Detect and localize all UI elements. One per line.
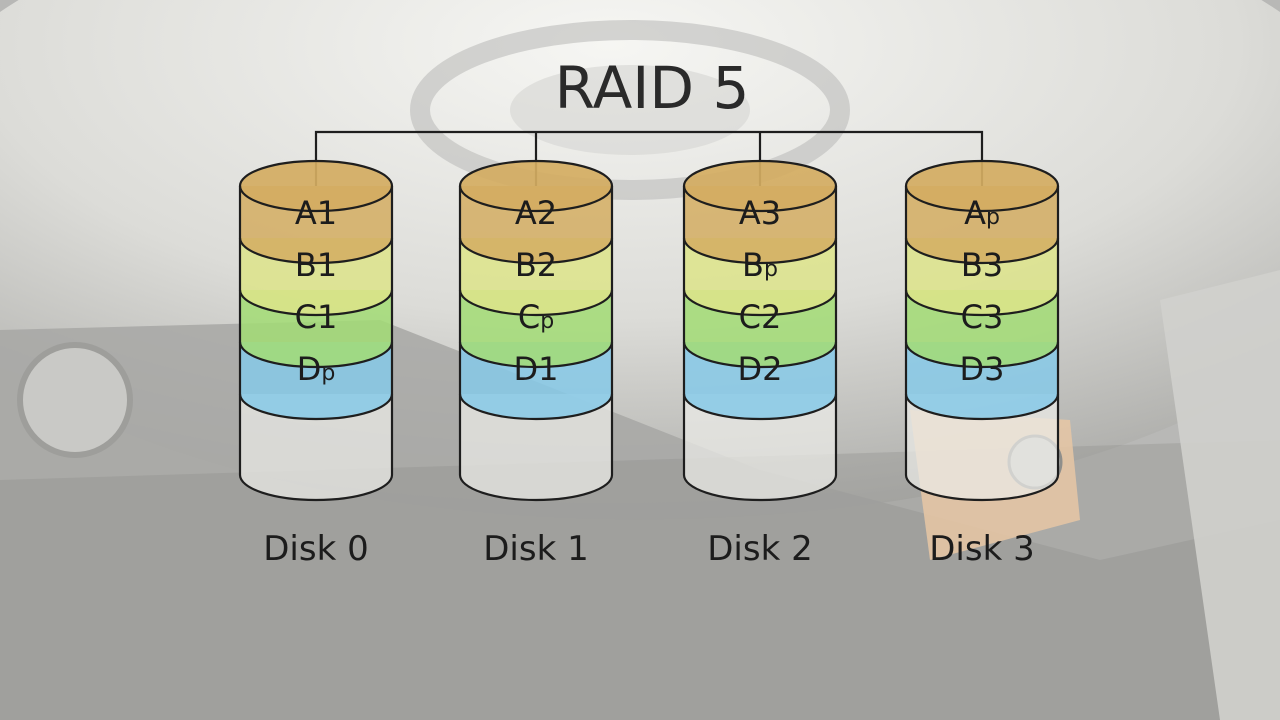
block-separator bbox=[682, 341, 838, 369]
block-separator bbox=[458, 393, 614, 421]
block-label: Dp bbox=[297, 350, 336, 388]
block-separator bbox=[238, 237, 394, 265]
disk-empty-space bbox=[906, 394, 1058, 500]
block-separator bbox=[904, 341, 1060, 369]
diagram-title: RAID 5 bbox=[555, 54, 750, 122]
block-label: B2 bbox=[515, 246, 557, 284]
block-label: D3 bbox=[960, 350, 1005, 388]
disk-label: Disk 2 bbox=[707, 529, 812, 569]
disk-empty-space bbox=[684, 394, 836, 500]
block-separator bbox=[682, 237, 838, 265]
block-label: A1 bbox=[295, 194, 337, 232]
pivot-bearing bbox=[17, 342, 133, 458]
block-separator bbox=[458, 289, 614, 317]
block-label: D1 bbox=[514, 350, 559, 388]
block-label: B3 bbox=[961, 246, 1003, 284]
block-label: Bp bbox=[742, 246, 778, 284]
disk-label: Disk 0 bbox=[263, 529, 368, 569]
block-separator bbox=[904, 289, 1060, 317]
block-label: A3 bbox=[739, 194, 781, 232]
disk-outline bbox=[682, 186, 838, 502]
block-label: A2 bbox=[515, 194, 557, 232]
block-separator bbox=[458, 341, 614, 369]
disk-outline bbox=[238, 186, 394, 502]
disk-outline bbox=[904, 186, 1060, 502]
block-label: Cp bbox=[518, 298, 554, 336]
block-label: C1 bbox=[295, 298, 338, 336]
block-separator bbox=[238, 393, 394, 421]
block-label: C2 bbox=[739, 298, 782, 336]
block-separator bbox=[904, 393, 1060, 421]
block-separator bbox=[682, 393, 838, 421]
controller-bus-line bbox=[314, 130, 984, 186]
disk-label: Disk 3 bbox=[929, 529, 1034, 569]
block-label: C3 bbox=[961, 298, 1004, 336]
case-edge bbox=[1160, 270, 1280, 720]
block-separator bbox=[458, 237, 614, 265]
block-separator bbox=[238, 341, 394, 369]
block-label: B1 bbox=[295, 246, 337, 284]
block-separator bbox=[682, 289, 838, 317]
disk-empty-space bbox=[460, 394, 612, 500]
block-label: D2 bbox=[738, 350, 783, 388]
spindle-ring bbox=[410, 20, 850, 200]
disk-label: Disk 1 bbox=[483, 529, 588, 569]
block-label: Ap bbox=[964, 194, 1000, 232]
disk-outline bbox=[458, 186, 614, 502]
disk-empty-space bbox=[240, 394, 392, 500]
arm-shadow bbox=[0, 440, 1280, 720]
block-separator bbox=[238, 289, 394, 317]
block-separator bbox=[904, 237, 1060, 265]
